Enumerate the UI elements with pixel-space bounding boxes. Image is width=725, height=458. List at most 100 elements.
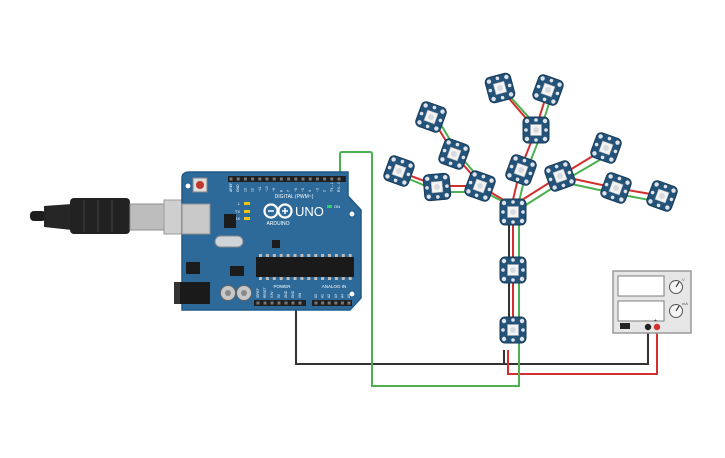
header-pin[interactable] — [256, 301, 260, 305]
wire-data[interactable] — [339, 151, 520, 387]
neopixel-led-icon[interactable] — [436, 136, 472, 172]
digital-header-label: DIGITAL (PWM~) — [275, 194, 314, 200]
power-pin-label: GND — [284, 290, 288, 298]
header-pin[interactable] — [251, 177, 255, 181]
chip-pin — [328, 254, 331, 257]
chip-pin — [272, 277, 276, 280]
chip-pin — [286, 254, 290, 257]
chip-pin — [307, 254, 311, 257]
power-pin-label: 5V — [277, 293, 281, 298]
neopixel-led-icon[interactable] — [522, 116, 550, 144]
wire-ground[interactable] — [295, 306, 649, 365]
header-pin[interactable] — [347, 301, 351, 305]
header-pin[interactable] — [308, 177, 312, 181]
digital-pin-label: 12 — [251, 188, 255, 192]
header-pin[interactable] — [277, 301, 281, 305]
neopixel-led-icon[interactable] — [542, 158, 578, 194]
power-pin-label: VIN — [298, 292, 302, 298]
wire-power[interactable] — [507, 330, 658, 375]
digital-pin-label: GND — [236, 184, 240, 192]
power-supply-knob-icon[interactable] — [669, 304, 683, 318]
digital-pin-label: 13 — [243, 188, 247, 192]
header-pin[interactable] — [340, 301, 344, 305]
header-pin[interactable] — [265, 177, 269, 181]
led-label-tx: TX — [235, 209, 240, 214]
chip-pin — [314, 254, 318, 257]
board-model-label: UNO — [295, 204, 324, 219]
on-led-label: ON — [334, 204, 340, 209]
header-pin[interactable] — [315, 177, 319, 181]
digital-pin-label: ~9 — [272, 188, 276, 192]
neopixel-led-icon[interactable] — [381, 153, 417, 189]
header-pin[interactable] — [284, 301, 288, 305]
header-pin[interactable] — [243, 177, 247, 181]
header-pin[interactable] — [298, 301, 302, 305]
neopixel-led-icon[interactable] — [499, 316, 527, 344]
header-pin[interactable] — [270, 301, 274, 305]
chip-pin — [259, 277, 262, 280]
chip-pin — [348, 254, 352, 257]
header-pin[interactable] — [314, 301, 318, 305]
header-pin[interactable] — [330, 177, 334, 181]
chip-pin — [334, 277, 338, 280]
power-pin-label: IOREF — [256, 288, 260, 298]
analog-header-label: ANALOG IN — [322, 284, 347, 289]
negative-terminal[interactable] — [644, 323, 652, 331]
negative-terminal-label: - — [645, 318, 647, 324]
current-display-label: mA — [682, 301, 688, 306]
header-pin[interactable] — [321, 301, 325, 305]
voltage-display-label: V — [682, 277, 685, 282]
positive-terminal[interactable] — [653, 323, 661, 331]
header-pin[interactable] — [334, 301, 338, 305]
power-header-label: POWER — [273, 284, 291, 289]
neopixel-led-icon[interactable] — [644, 178, 680, 214]
chip-pin — [293, 254, 297, 257]
header-pin[interactable] — [294, 177, 298, 181]
analog-pin-label: A0 — [314, 294, 318, 298]
header-pin[interactable] — [229, 177, 233, 181]
neopixel-led-icon[interactable] — [499, 256, 527, 284]
header-pin[interactable] — [272, 177, 276, 181]
header-pin[interactable] — [323, 177, 327, 181]
power-pin-label: 3.3V — [270, 291, 274, 298]
arduino-infinity-logo-icon — [263, 203, 293, 219]
header-pin[interactable] — [258, 177, 262, 181]
neopixel-led-icon[interactable] — [422, 172, 452, 202]
chip-pin — [334, 254, 338, 257]
neopixel-led-icon[interactable] — [503, 152, 539, 188]
digital-pin-label: 4 — [308, 190, 312, 192]
header-pin[interactable] — [337, 177, 341, 181]
neopixel-led-icon[interactable] — [588, 130, 624, 166]
header-pin[interactable] — [291, 301, 295, 305]
digital-pin-label: TX→1 — [330, 182, 334, 192]
header-pin[interactable] — [236, 177, 240, 181]
chip-pin — [286, 277, 290, 280]
header-pin[interactable] — [301, 177, 305, 181]
digital-pin-label: 8 — [279, 190, 283, 192]
analog-pin-label: A4 — [340, 294, 344, 298]
power-supply-knob-icon[interactable] — [669, 280, 683, 294]
power-supply[interactable]: V mA - + — [612, 270, 692, 334]
reset-button-icon[interactable] — [192, 177, 208, 193]
digital-pin-label: ~11 — [258, 186, 262, 192]
chip-pin — [321, 254, 325, 257]
neopixel-led-icon[interactable] — [462, 168, 498, 204]
neopixel-led-icon[interactable] — [530, 72, 566, 108]
digital-pin-label: ~5 — [301, 188, 305, 192]
power-pin-label: RESET — [263, 287, 267, 298]
chip-pin — [328, 277, 331, 280]
digital-pin-label: ~6 — [294, 188, 298, 192]
digital-pin-label: RX←0 — [337, 182, 341, 192]
header-pin[interactable] — [263, 301, 267, 305]
header-pin[interactable] — [287, 177, 291, 181]
header-pin[interactable] — [327, 301, 331, 305]
neopixel-led-icon[interactable] — [499, 198, 527, 226]
chip-pin — [348, 277, 352, 280]
neopixel-led-icon[interactable] — [598, 170, 634, 206]
digital-pin-label: ~3 — [315, 188, 319, 192]
header-pin[interactable] — [279, 177, 283, 181]
usb-cable-icon[interactable] — [30, 198, 207, 235]
